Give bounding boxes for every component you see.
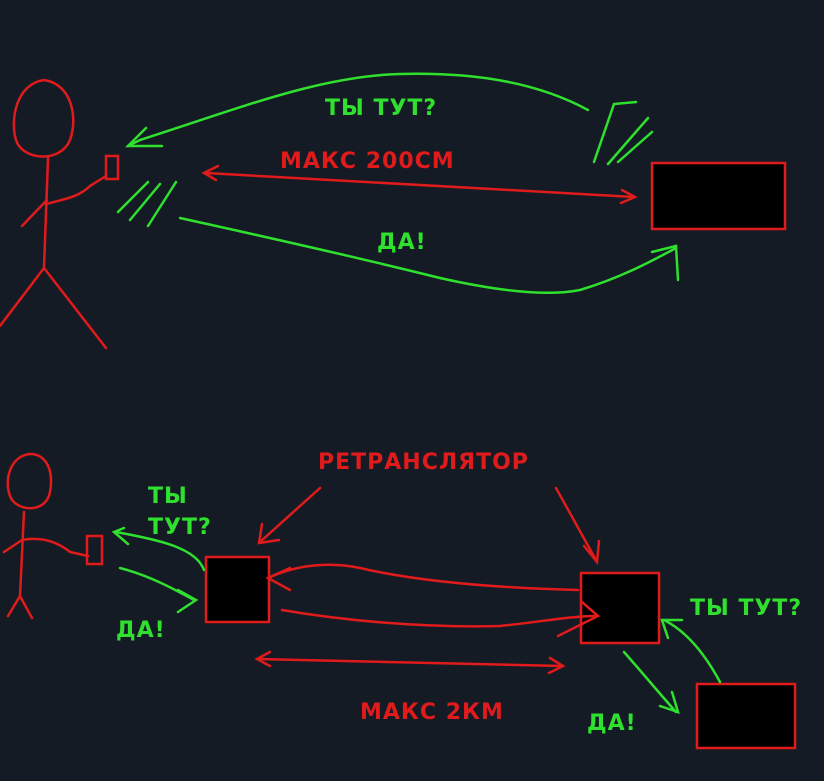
handheld-device: [104, 154, 120, 181]
person-legs: [0, 266, 108, 350]
answer-label-top: ДА!: [377, 230, 427, 255]
person-arms: [2, 537, 90, 558]
range-arrowheads-bottom: [254, 650, 566, 675]
question-arrow-bottom-right: [662, 618, 722, 684]
answer-arrowhead-top: [650, 244, 680, 282]
person-body: [42, 156, 50, 270]
person-figure-bottom: [2, 452, 90, 620]
signal-waves-right: [592, 100, 654, 166]
repeater-pointer-right-head: [582, 539, 601, 566]
answer-arrow-bottom-right: [622, 650, 678, 714]
question-label-bottom-line2: ТУТ?: [148, 515, 212, 540]
top-scene: ТЫ ТУТ? МАКС 200СМ ДА!: [0, 72, 787, 350]
end-device: [695, 682, 797, 750]
range-arrow-bottom: [256, 657, 564, 668]
repeater-device-1: [204, 555, 271, 624]
repeater-pointer-left-head: [257, 522, 281, 545]
signal-waves-left: [116, 180, 178, 228]
relay-question-arrowhead: [265, 566, 292, 592]
question-label-bottom-right: ТЫ ТУТ?: [690, 596, 802, 621]
person-legs: [6, 594, 34, 620]
question-arrowhead-top: [124, 126, 164, 148]
answer-label-bottom-right: ДА!: [587, 711, 637, 736]
remote-device: [650, 161, 787, 231]
handheld-device: [85, 534, 104, 566]
person-body: [18, 510, 26, 598]
question-arrow-top: [126, 72, 590, 148]
answer-arrow-top: [178, 216, 678, 294]
question-label-top: ТЫ ТУТ?: [325, 96, 437, 121]
relay-answer-arrowhead: [556, 600, 601, 638]
repeater-pointer-right: [554, 486, 598, 562]
question-label-bottom-line1: ТЫ: [148, 484, 188, 509]
repeater-device-2: [579, 571, 661, 645]
question-arrow-bottom-left: [114, 530, 206, 572]
answer-label-bottom-left: ДА!: [116, 618, 166, 643]
person-figure-top: [0, 78, 108, 350]
person-head: [6, 452, 53, 510]
person-arms: [20, 174, 108, 228]
question-arrowhead-bottom-right: [660, 618, 684, 640]
bottom-scene: РЕТРАНСЛЯТОР ТЫ ТУТ? ДА! ТЫ ТУТ? ДА! МАК…: [2, 450, 802, 750]
relay-question-arrow: [266, 563, 580, 592]
answer-arrowhead-bottom-left: [176, 588, 199, 614]
person-head: [12, 78, 75, 158]
range-arrow-top: [204, 171, 636, 199]
repeater-pointer-left: [258, 486, 322, 544]
range-label-bottom: МАКС 2КМ: [360, 700, 504, 725]
repeater-label: РЕТРАНСЛЯТОР: [318, 450, 529, 475]
relay-answer-arrow: [280, 608, 598, 628]
range-arrowheads-top: [201, 164, 638, 205]
range-label-top: МАКС 200СМ: [280, 149, 455, 174]
answer-arrowhead-bottom-right: [658, 690, 680, 714]
question-arrowhead-bottom-left: [111, 526, 130, 546]
